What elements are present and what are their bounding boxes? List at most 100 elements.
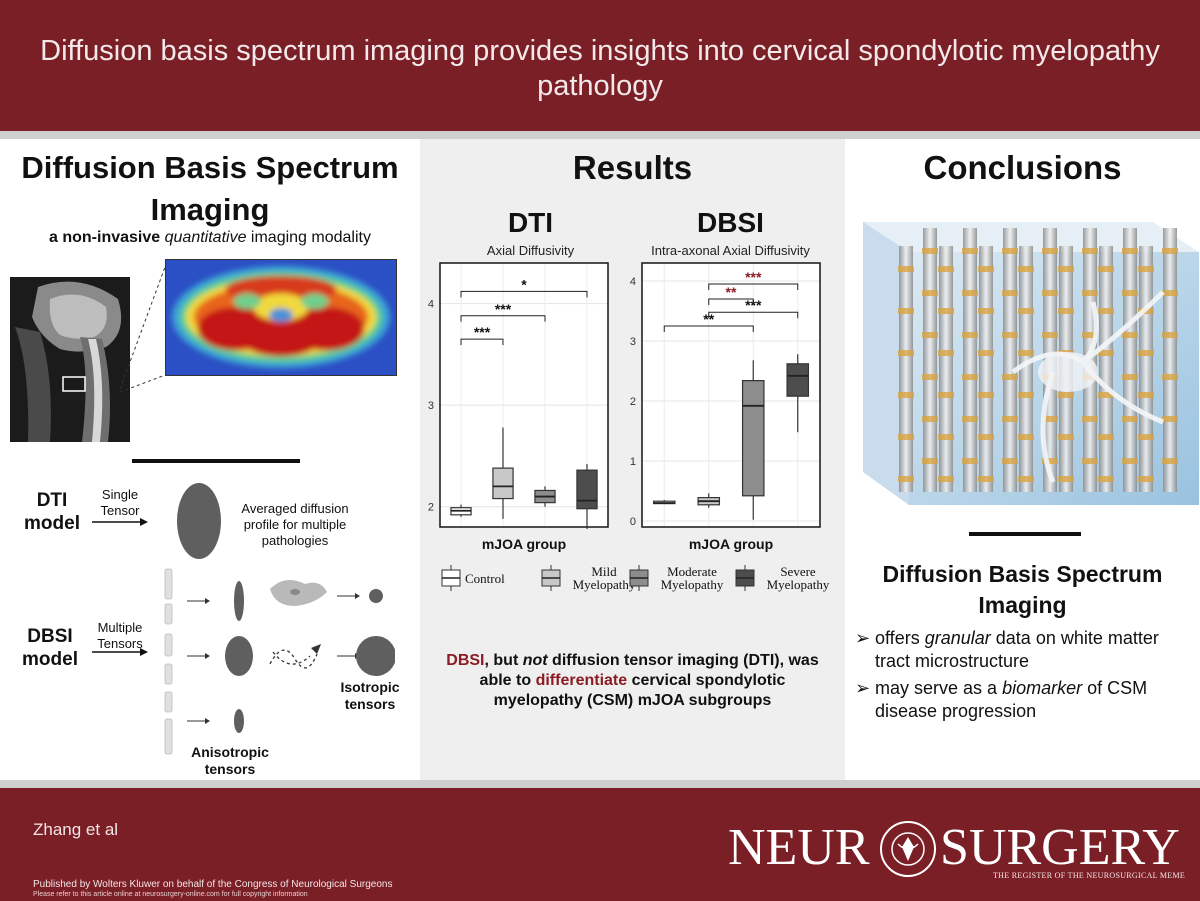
- dti-panel-title: DTI: [507, 207, 554, 238]
- myelin-node: [1018, 392, 1034, 398]
- myelin-node: [1122, 248, 1138, 254]
- legend-item: Moderate Myelopathy: [628, 564, 731, 592]
- logo-word-right: SURGERY: [940, 819, 1180, 876]
- myelin-node: [1098, 350, 1114, 356]
- myelin-node: [1018, 266, 1034, 272]
- myelin-node: [978, 308, 994, 314]
- myelin-node: [1002, 290, 1018, 296]
- myelin-node: [978, 266, 994, 272]
- myelin-node: [938, 308, 954, 314]
- myelin-node: [922, 290, 938, 296]
- myelin-node: [1138, 392, 1154, 398]
- y-tick-label: 4: [630, 276, 636, 288]
- myelin-node: [938, 350, 954, 356]
- significance-label: ***: [745, 269, 762, 285]
- y-tick-label: 1: [630, 456, 636, 468]
- logo-tagline: THE REGISTER OF THE NEUROSURGICAL MEME: [993, 871, 1186, 880]
- significance-label: **: [726, 284, 737, 300]
- axon-fiber: [939, 246, 953, 492]
- author-credit: Zhang et al: [33, 820, 119, 839]
- legend-label: Control: [465, 570, 505, 586]
- plot-frame: [641, 262, 821, 528]
- dti-panel-subtitle: Axial Diffusivity: [486, 243, 575, 258]
- x-axis-label: mJOA group: [482, 536, 566, 552]
- myelin-node: [1162, 416, 1178, 422]
- mri-sagittal-image: [10, 277, 130, 442]
- bullet-1-end: data on white matter tract microstructur…: [875, 628, 1159, 671]
- myelin-node: [1042, 248, 1058, 254]
- copyright-note: Please refer to this article online at n…: [33, 891, 308, 898]
- axon-fiber: [899, 246, 913, 492]
- y-tick-label: 2: [428, 502, 434, 514]
- left-column: Diffusion Basis Spectrum Imaging a non-i…: [0, 139, 420, 780]
- myelin-node: [1042, 290, 1058, 296]
- myelin-node: [898, 350, 914, 356]
- myelin-node: [922, 374, 938, 380]
- significance-bracket: [708, 298, 754, 305]
- myelin-node: [1058, 308, 1074, 314]
- summary-dbsi: DBSI: [446, 652, 485, 669]
- myelin-node: [978, 476, 994, 482]
- y-tick-label: 0: [630, 516, 636, 528]
- axon-fiber: [1139, 246, 1153, 492]
- bullet-1-start: offers: [875, 628, 920, 648]
- myelin-node: [1122, 416, 1138, 422]
- dti-model-label: DTI model: [24, 490, 80, 534]
- myelin-node: [1098, 392, 1114, 398]
- isotropic-tensors-label: Isotropic tensors: [340, 679, 400, 712]
- myelin-node: [898, 392, 914, 398]
- myelin-node: [1162, 458, 1178, 464]
- myelin-node: [898, 308, 914, 314]
- arrow-icon: [92, 648, 148, 656]
- dbsi-panel-title: DBSI: [697, 207, 764, 238]
- myelin-node: [1002, 248, 1018, 254]
- axon-fiber: [923, 228, 937, 492]
- single-tensor-label: Single Tensor: [100, 487, 140, 518]
- left-subtitle: a non-invasive quantitative imaging moda…: [0, 229, 420, 247]
- dbsi-model-label: DBSI model: [22, 626, 78, 670]
- myelin-node: [962, 290, 978, 296]
- myelin-node: [938, 266, 954, 272]
- logo-word-left: NEUR: [728, 819, 870, 876]
- zoom-lines: [120, 258, 169, 393]
- box-4: [576, 469, 598, 510]
- box-3: [741, 379, 765, 497]
- myelin-node: [1002, 458, 1018, 464]
- legend-swatch: [735, 565, 755, 591]
- myelin-node: [1122, 332, 1138, 338]
- myelin-node: [1122, 290, 1138, 296]
- list-item: ➢ offers granular data on white matter t…: [855, 627, 1195, 673]
- significance-bracket: [663, 325, 754, 332]
- axon-fiber: [963, 228, 977, 492]
- myelin-node: [1082, 458, 1098, 464]
- subtitle-rest: imaging modality: [250, 229, 371, 246]
- single-tensor-ellipsoid-icon: [177, 483, 221, 559]
- myelin-node: [962, 248, 978, 254]
- myelin-node: [1018, 476, 1034, 482]
- middle-column: Results DTI Axial Diffusivity DBSI Intra…: [420, 139, 845, 780]
- significance-bracket: [460, 290, 588, 298]
- axon-fiber: [1099, 246, 1113, 492]
- significance-bracket: [708, 283, 799, 290]
- box-2: [492, 467, 514, 500]
- myelin-node: [898, 476, 914, 482]
- myelin-node: [1042, 458, 1058, 464]
- myelin-node: [1162, 248, 1178, 254]
- x-axis-label: mJOA group: [689, 536, 773, 552]
- myelin-node: [962, 458, 978, 464]
- legend-item: Severe Myelopathy: [734, 564, 837, 592]
- conclusions-title: Conclusions: [923, 149, 1122, 186]
- significance-label: ***: [495, 301, 512, 317]
- legend-label: Severe Myelopathy: [766, 564, 830, 592]
- myelin-node: [1098, 434, 1114, 440]
- summary-end: cervical spondylotic myelopathy (CSM) mJ…: [493, 672, 786, 709]
- myelin-node: [1002, 416, 1018, 422]
- myelin-node: [1122, 458, 1138, 464]
- y-tick-label: 2: [630, 396, 636, 408]
- myelin-node: [1138, 476, 1154, 482]
- significance-label: *: [521, 276, 527, 292]
- myelin-node: [962, 416, 978, 422]
- y-tick-label: 3: [630, 336, 636, 348]
- top-divider: [0, 131, 1200, 139]
